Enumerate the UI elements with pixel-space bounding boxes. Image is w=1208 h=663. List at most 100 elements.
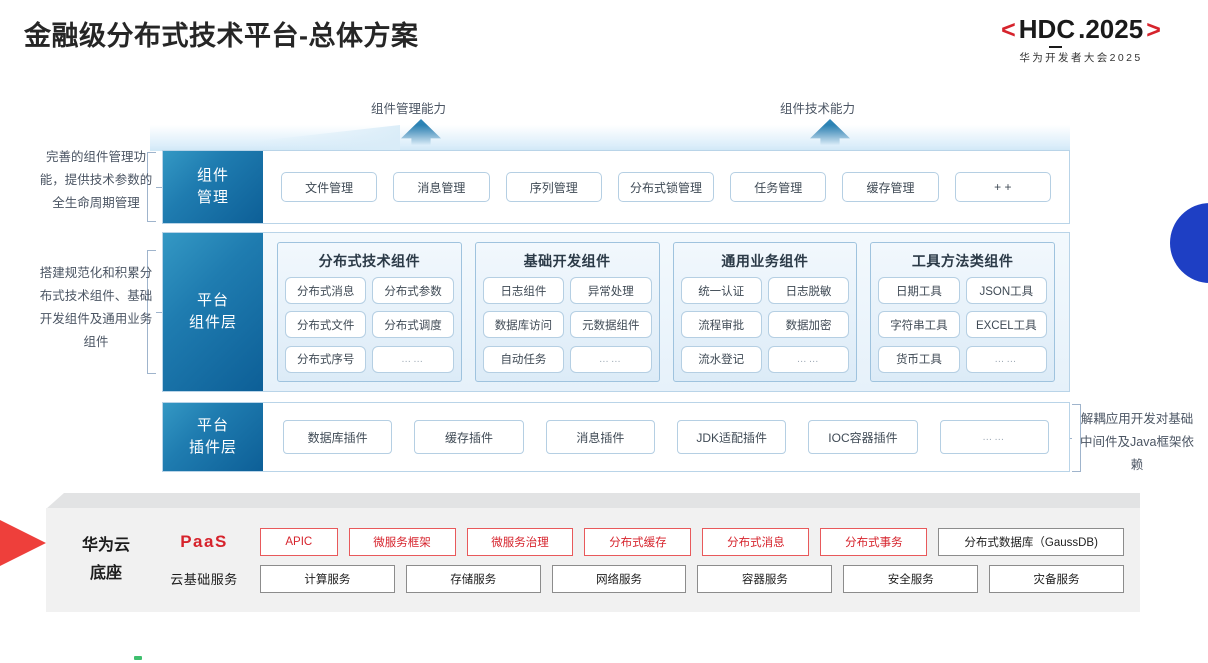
chip-network-service[interactable]: 网络服务 xyxy=(551,564,687,593)
chip-file-management[interactable]: 文件管理 xyxy=(281,172,378,202)
chip-distributed-file[interactable]: 分布式文件 xyxy=(285,311,367,339)
hdc-logo-main: < HDC .2025 > xyxy=(966,14,1196,48)
cloud-row-label-infrastructure: 云基础服务 xyxy=(170,572,238,587)
chip-more-ellipsis[interactable]: …… xyxy=(767,345,850,373)
chip-data-encryption[interactable]: 数据加密 xyxy=(767,311,850,339)
cloud-slab-top-face xyxy=(46,493,1140,509)
layer-label-line1: 平台 xyxy=(196,417,229,435)
cloud-row-paas: PaaS APIC 微服务框架 微服务治理 分布式缓存 分布式消息 分布式事务 … xyxy=(158,527,1124,556)
hdc-logo-word-text: HDC xyxy=(1018,14,1076,44)
group-item-grid: 分布式消息 分布式参数 分布式文件 分布式调度 分布式序号 …… xyxy=(285,277,454,374)
group-title: 基础开发组件 xyxy=(523,253,611,269)
side-note-left-bottom: 搭建规范化和积累分布式技术组件、基础开发组件及通用业务组件 xyxy=(39,266,153,350)
chip-ioc-container-plugin[interactable]: IOC容器插件 xyxy=(808,420,918,454)
chip-database-plugin[interactable]: 数据库插件 xyxy=(283,420,393,454)
chip-microservice-governance[interactable]: 微服务治理 xyxy=(466,527,574,556)
layer-body-component-management: 文件管理 消息管理 序列管理 分布式锁管理 任务管理 缓存管理 + + xyxy=(263,151,1069,223)
red-wedge-decoration xyxy=(0,497,46,589)
layer-label-line1: 平台 xyxy=(196,292,229,310)
chip-distributed-scheduling[interactable]: 分布式调度 xyxy=(372,311,454,339)
chip-task-management[interactable]: 任务管理 xyxy=(730,172,827,202)
component-group-tool-methods: 工具方法类组件 日期工具 JSON工具 字符串工具 EXCEL工具 货币工具 …… xyxy=(870,242,1055,382)
chip-log-masking[interactable]: 日志脱敏 xyxy=(767,277,850,304)
layer-platform-plugins: 平台 插件层 数据库插件 缓存插件 消息插件 JDK适配插件 IOC容器插件 …… xyxy=(162,402,1070,472)
chip-apic[interactable]: APIC xyxy=(260,527,338,556)
chip-distributed-parameter[interactable]: 分布式参数 xyxy=(372,277,454,304)
chip-more-ellipsis[interactable]: …… xyxy=(965,345,1047,373)
chip-distributed-lock-management[interactable]: 分布式锁管理 xyxy=(617,172,715,202)
chip-storage-service[interactable]: 存储服务 xyxy=(405,564,541,593)
layer-label-platform-plugins: 平台 插件层 xyxy=(163,403,263,471)
brace-left-top xyxy=(147,152,163,222)
chip-cache-plugin[interactable]: 缓存插件 xyxy=(414,420,524,454)
page-title: 金融级分布式技术平台-总体方案 xyxy=(24,21,419,51)
component-group-distributed-tech: 分布式技术组件 分布式消息 分布式参数 分布式文件 分布式调度 分布式序号 …… xyxy=(277,242,462,382)
chip-more-ellipsis[interactable]: …… xyxy=(939,420,1049,454)
chip-disaster-recovery-service[interactable]: 灾备服务 xyxy=(989,564,1124,593)
layer-label-line1: 组件 xyxy=(196,167,229,185)
infrastructure-chip-list: 计算服务 存储服务 网络服务 容器服务 安全服务 灾备服务 xyxy=(260,564,1124,593)
group-title: 工具方法类组件 xyxy=(911,253,1014,269)
chip-microservice-framework[interactable]: 微服务框架 xyxy=(348,527,456,556)
chip-distributed-message[interactable]: 分布式消息 xyxy=(702,527,810,556)
hdc-logo-subtitle: 华为开发者大会2025 xyxy=(1019,52,1143,64)
hdc-logo-year: .2025 xyxy=(1078,14,1144,44)
chip-database-access[interactable]: 数据库访问 xyxy=(482,311,565,339)
cloud-foundation-title: 华为云 底座 xyxy=(54,532,158,588)
blue-circle-decoration xyxy=(1170,203,1208,283)
hdc-logo-word: HDC xyxy=(1018,14,1076,48)
chip-sequence-management[interactable]: 序列管理 xyxy=(505,172,602,202)
chip-more-plus[interactable]: + + xyxy=(954,172,1051,202)
chip-exception-handling[interactable]: 异常处理 xyxy=(570,277,652,304)
side-note-right: 解耦应用开发对基础中间件及Java框架依赖 xyxy=(1080,412,1194,473)
chip-distributed-cache[interactable]: 分布式缓存 xyxy=(584,527,692,556)
chip-more-ellipsis[interactable]: …… xyxy=(570,345,652,373)
chip-more-ellipsis[interactable]: …… xyxy=(372,345,454,373)
brace-left-bottom xyxy=(147,250,163,374)
chip-currency-tool[interactable]: 货币工具 xyxy=(878,345,960,373)
chip-unified-auth[interactable]: 统一认证 xyxy=(680,277,762,304)
chip-message-plugin[interactable]: 消息插件 xyxy=(545,420,655,454)
layer-label-line2: 组件层 xyxy=(188,314,237,331)
chip-distributed-sequence[interactable]: 分布式序号 xyxy=(285,345,367,373)
huawei-cloud-foundation: 华为云 底座 PaaS APIC 微服务框架 微服务治理 分布式缓存 分布式消息… xyxy=(46,508,1140,612)
chip-distributed-message[interactable]: 分布式消息 xyxy=(285,277,367,304)
chip-security-service[interactable]: 安全服务 xyxy=(843,564,979,593)
layer-platform-components: 平台 组件层 分布式技术组件 分布式消息 分布式参数 分布式文件 分布式调度 分… xyxy=(162,232,1070,392)
green-marker-decoration xyxy=(134,656,142,660)
layer-label-line2: 管理 xyxy=(196,189,229,206)
chip-compute-service[interactable]: 计算服务 xyxy=(260,564,395,593)
paas-chip-list: APIC 微服务框架 微服务治理 分布式缓存 分布式消息 分布式事务 分布式数据… xyxy=(260,527,1124,556)
chip-container-service[interactable]: 容器服务 xyxy=(697,564,833,593)
chip-distributed-transaction[interactable]: 分布式事务 xyxy=(820,527,928,556)
chip-metadata-component[interactable]: 元数据组件 xyxy=(570,311,652,339)
cloud-service-rows: PaaS APIC 微服务框架 微服务治理 分布式缓存 分布式消息 分布式事务 … xyxy=(158,527,1140,593)
chip-jdk-adapter-plugin[interactable]: JDK适配插件 xyxy=(676,420,787,454)
component-group-general-business: 通用业务组件 统一认证 日志脱敏 流程审批 数据加密 流水登记 …… xyxy=(672,242,858,382)
group-title: 通用业务组件 xyxy=(721,253,809,269)
chip-message-management[interactable]: 消息管理 xyxy=(393,172,490,202)
management-chip-list: 文件管理 消息管理 序列管理 分布式锁管理 任务管理 缓存管理 + + xyxy=(263,172,1069,202)
group-item-grid: 日期工具 JSON工具 字符串工具 EXCEL工具 货币工具 …… xyxy=(878,277,1047,374)
group-item-grid: 日志组件 异常处理 数据库访问 元数据组件 自动任务 …… xyxy=(482,277,652,374)
cloud-row-label-paas: PaaS xyxy=(180,531,228,551)
component-group-list: 分布式技术组件 分布式消息 分布式参数 分布式文件 分布式调度 分布式序号 ……… xyxy=(263,233,1069,391)
layer-label-platform-components: 平台 组件层 xyxy=(163,233,263,391)
cloud-title-line1: 华为云 xyxy=(81,537,130,554)
chip-distributed-database-gaussdb[interactable]: 分布式数据库（GaussDB) xyxy=(938,527,1124,556)
chip-excel-tool[interactable]: EXCEL工具 xyxy=(965,311,1047,339)
chip-date-tool[interactable]: 日期工具 xyxy=(878,277,960,304)
chip-auto-task[interactable]: 自动任务 xyxy=(482,345,565,373)
chip-json-tool[interactable]: JSON工具 xyxy=(965,277,1047,304)
layer-body-platform-plugins: 数据库插件 缓存插件 消息插件 JDK适配插件 IOC容器插件 …… xyxy=(263,403,1069,471)
chip-process-approval[interactable]: 流程审批 xyxy=(680,311,762,339)
group-item-grid: 统一认证 日志脱敏 流程审批 数据加密 流水登记 …… xyxy=(680,277,850,374)
chip-log-component[interactable]: 日志组件 xyxy=(482,277,565,304)
chip-string-tool[interactable]: 字符串工具 xyxy=(878,311,960,339)
component-group-basic-dev: 基础开发组件 日志组件 异常处理 数据库访问 元数据组件 自动任务 …… xyxy=(474,242,660,382)
layer-component-management: 组件 管理 文件管理 消息管理 序列管理 分布式锁管理 任务管理 缓存管理 + … xyxy=(162,150,1070,224)
side-note-left-top: 完善的组件管理功能，提供技术参数的全生命周期管理 xyxy=(39,150,153,211)
bracket-right-icon: > xyxy=(1146,16,1161,44)
chip-transaction-registration[interactable]: 流水登记 xyxy=(680,345,762,373)
chip-cache-management[interactable]: 缓存管理 xyxy=(842,172,939,202)
